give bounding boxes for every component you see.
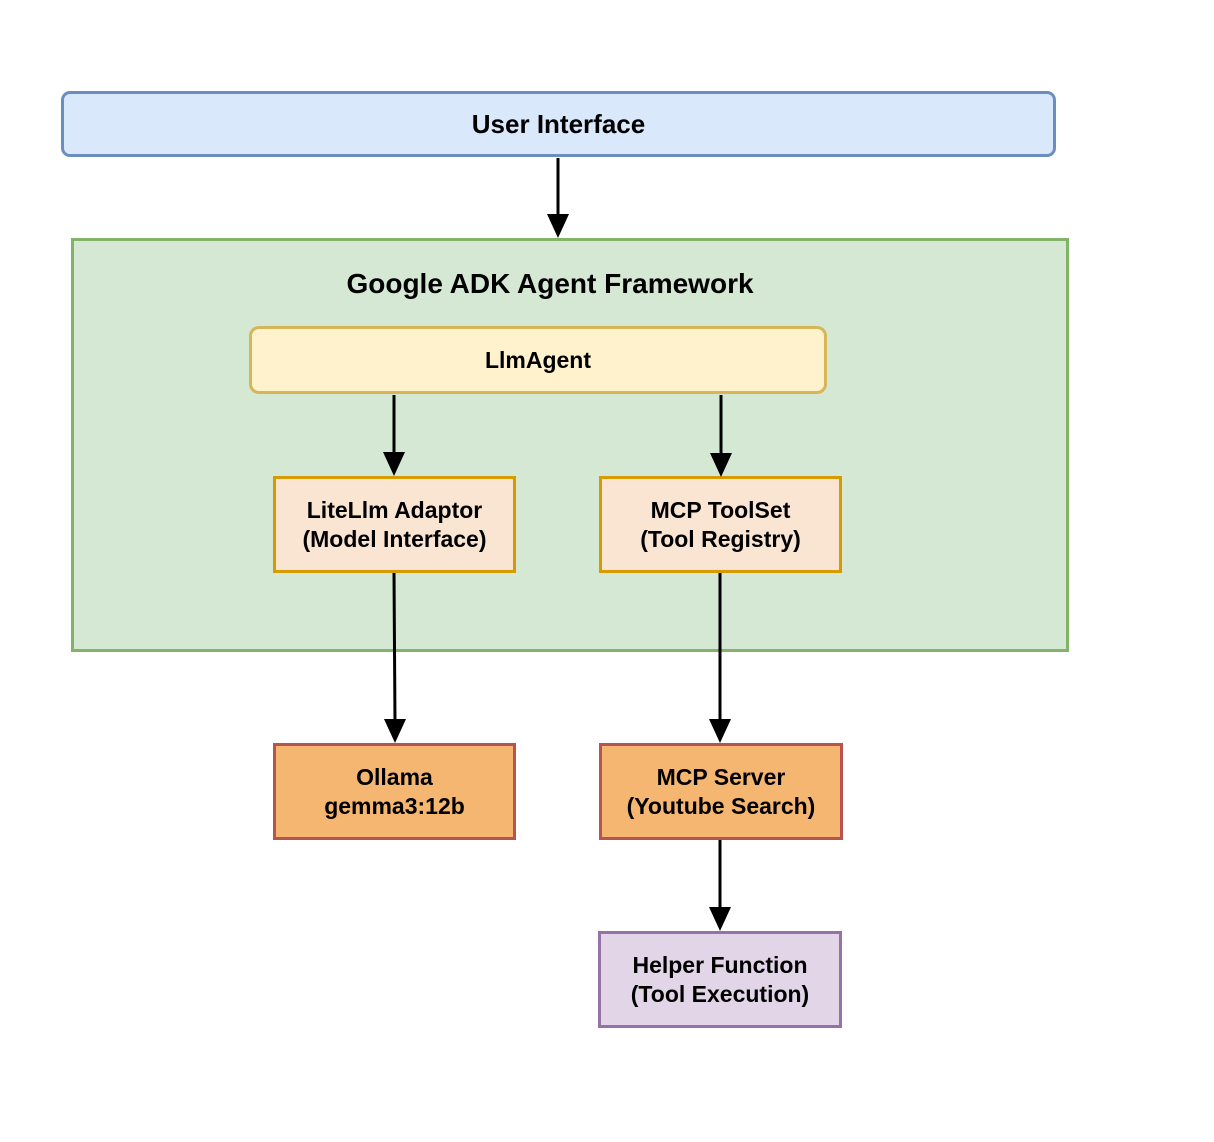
mcp-server-title: MCP Server — [656, 763, 786, 790]
mcp-toolset-subtitle: (Tool Registry) — [640, 525, 801, 552]
adk-framework-container — [71, 238, 1069, 652]
ollama-box: Ollama gemma3:12b — [273, 743, 516, 840]
user-interface-label: User Interface — [471, 108, 646, 139]
helper-function-box: Helper Function (Tool Execution) — [598, 931, 842, 1028]
framework-title: Google ADK Agent Framework — [346, 268, 754, 299]
llm-agent-label: LlmAgent — [484, 346, 592, 373]
ollama-title: Ollama — [356, 763, 433, 790]
arrowhead-helper — [709, 907, 731, 931]
llm-agent-box: LlmAgent — [249, 326, 827, 394]
arrowhead-framework — [547, 214, 569, 238]
helper-function-title: Helper Function — [632, 951, 808, 978]
ollama-model: gemma3:12b — [324, 792, 465, 819]
mcp-server-box: MCP Server (Youtube Search) — [599, 743, 843, 840]
litellm-adaptor-box: LiteLlm Adaptor (Model Interface) — [273, 476, 516, 573]
litellm-adaptor-title: LiteLlm Adaptor — [306, 496, 483, 523]
arrowhead-mcp-server — [709, 719, 731, 743]
mcp-toolset-title: MCP ToolSet — [650, 496, 791, 523]
mcp-server-subtitle: (Youtube Search) — [626, 792, 816, 819]
user-interface-box: User Interface — [61, 91, 1056, 157]
litellm-adaptor-subtitle: (Model Interface) — [302, 525, 487, 552]
arrowhead-ollama — [384, 719, 406, 743]
helper-function-subtitle: (Tool Execution) — [630, 980, 810, 1007]
mcp-toolset-box: MCP ToolSet (Tool Registry) — [599, 476, 842, 573]
